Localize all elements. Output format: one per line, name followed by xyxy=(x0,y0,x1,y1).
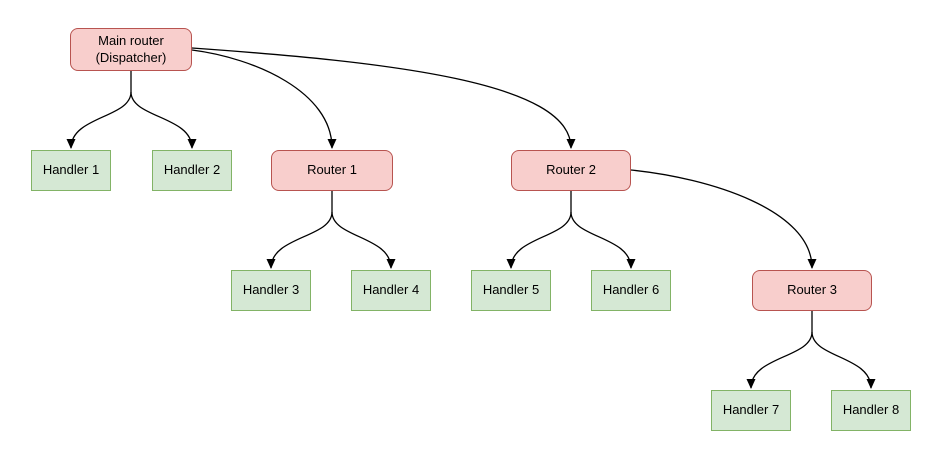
node-label: Handler 7 xyxy=(722,402,780,418)
node-handler-5: Handler 5 xyxy=(471,270,551,311)
node-handler-6: Handler 6 xyxy=(591,270,671,311)
edge-router1-to-handler4 xyxy=(331,211,396,269)
node-label: Handler 4 xyxy=(362,282,420,298)
edge-router2-to-handler5 xyxy=(506,211,572,269)
node-handler-7: Handler 7 xyxy=(711,390,791,431)
edge-router2-to-handler6 xyxy=(570,211,636,269)
node-label: Router 2 xyxy=(546,162,596,178)
node-label: Handler 6 xyxy=(602,282,660,298)
node-label: Handler 1 xyxy=(42,162,100,178)
node-label-line2: (Dispatcher) xyxy=(95,49,167,65)
node-handler-8: Handler 8 xyxy=(831,390,911,431)
edge-main-to-router2 xyxy=(191,47,576,149)
node-router-2: Router 2 xyxy=(511,150,631,191)
node-router-1: Router 1 xyxy=(271,150,393,191)
node-main-router: Main router (Dispatcher) xyxy=(70,28,192,71)
node-handler-3: Handler 3 xyxy=(231,270,311,311)
node-label: Main router (Dispatcher) xyxy=(96,33,167,66)
edge-router1-to-handler3 xyxy=(266,211,333,269)
edge-router2-to-router3 xyxy=(630,169,817,269)
edge-main-to-handler1 xyxy=(66,91,132,149)
node-label: Handler 2 xyxy=(163,162,221,178)
node-label: Handler 3 xyxy=(242,282,300,298)
node-handler-2: Handler 2 xyxy=(152,150,232,191)
node-handler-1: Handler 1 xyxy=(31,150,111,191)
node-label: Router 3 xyxy=(787,282,837,298)
edge-main-to-router1 xyxy=(191,49,337,149)
node-handler-4: Handler 4 xyxy=(351,270,431,311)
node-label: Handler 8 xyxy=(842,402,900,418)
edge-main-to-handler2 xyxy=(130,91,197,149)
node-label-line1: Main router xyxy=(98,33,164,49)
node-router-3: Router 3 xyxy=(752,270,872,311)
node-label: Handler 5 xyxy=(482,282,540,298)
edge-router3-to-handler8 xyxy=(811,331,876,389)
edge-router3-to-handler7 xyxy=(746,331,813,389)
node-label: Router 1 xyxy=(307,162,357,178)
